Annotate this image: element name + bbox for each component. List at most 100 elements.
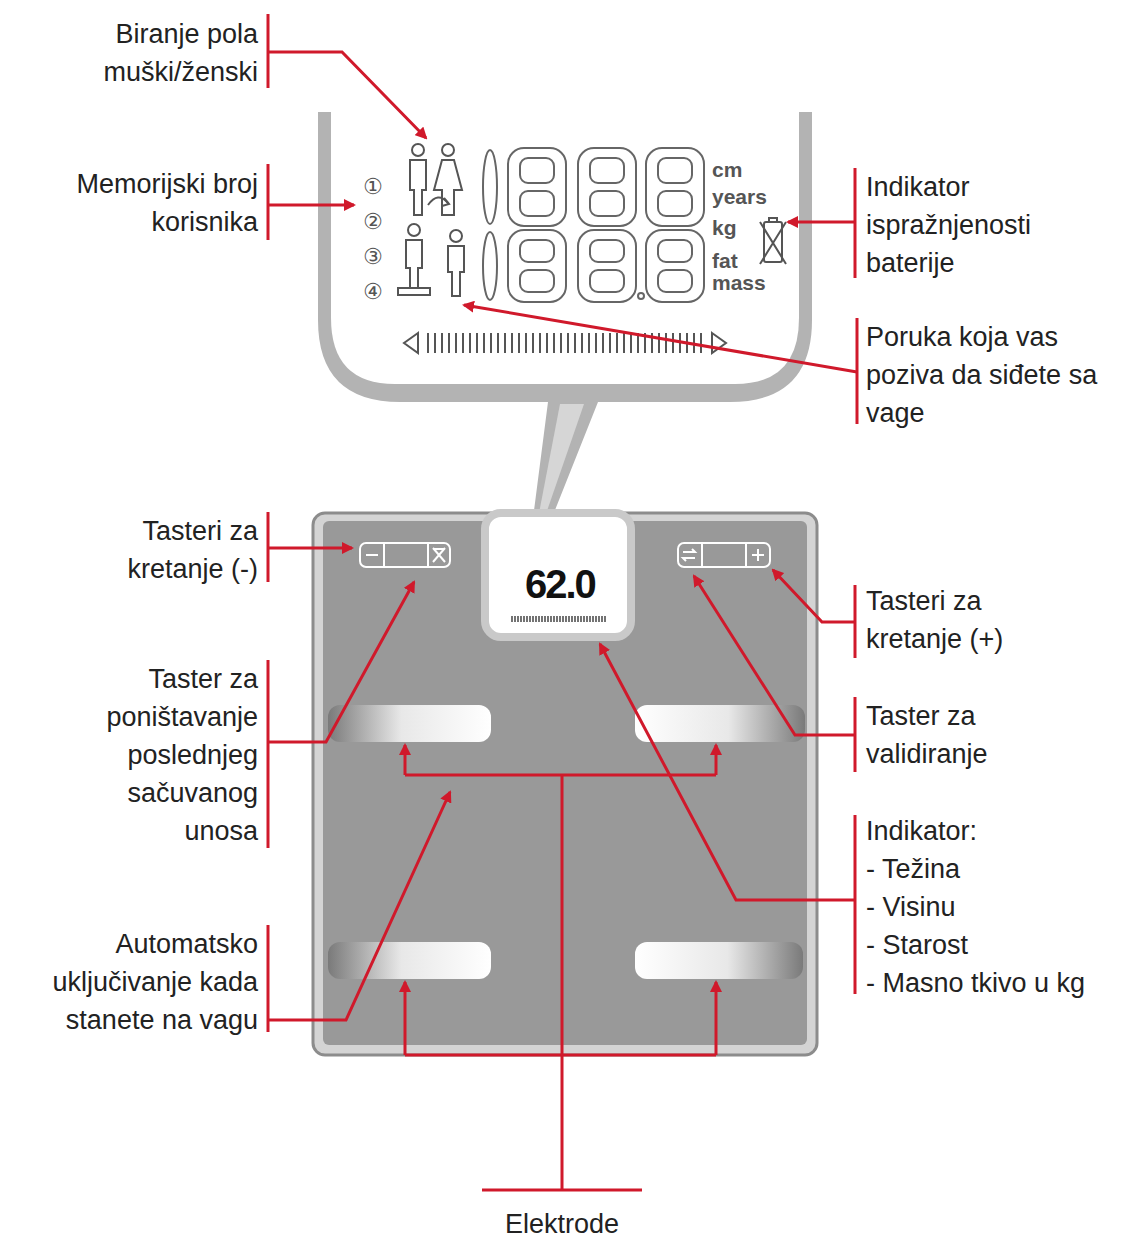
callout-label: Tasteri za kretanje (+) <box>866 582 1041 658</box>
lcd-segment <box>574 333 576 353</box>
lcd-segment <box>508 148 566 226</box>
lcd-segment <box>518 333 520 353</box>
lcd-segment <box>434 333 436 353</box>
lcd-segment <box>525 333 527 353</box>
lcd-segment <box>538 616 540 622</box>
lcd-segment <box>511 616 513 622</box>
lcd-segment <box>520 191 554 216</box>
lcd-segment <box>511 333 513 353</box>
lcd-segment <box>560 333 562 353</box>
lcd-segment <box>568 616 570 622</box>
lcd-segment <box>578 230 636 302</box>
lcd-segment <box>556 616 558 622</box>
lcd-segment <box>544 616 546 622</box>
user-number: ③ <box>363 244 383 270</box>
lcd-segment <box>427 333 429 353</box>
lcd-segment <box>658 333 660 353</box>
callout-label: Tasteri za kretanje (-) <box>88 512 258 588</box>
user-number: ④ <box>363 279 383 305</box>
lcd-segment <box>630 333 632 353</box>
lcd-segment <box>595 333 597 353</box>
lcd-segment <box>590 240 624 262</box>
lcd-segment <box>580 616 582 622</box>
lcd-segment <box>553 616 555 622</box>
lcd-segment <box>590 158 624 183</box>
lcd-segment <box>546 333 548 353</box>
callout-label: Automatsko uključivanje kada stanete na … <box>8 925 258 1039</box>
lcd-segment <box>562 616 564 622</box>
lcd-segment <box>586 616 588 622</box>
indicator-heading: Indikator: <box>866 812 977 850</box>
lcd-segment <box>588 333 590 353</box>
lcd-segment <box>567 333 569 353</box>
callout-label: Memorijski broj korisnika <box>28 165 258 241</box>
lcd-segment <box>504 333 506 353</box>
lcd-segment <box>532 333 534 353</box>
lcd-segment <box>483 150 497 224</box>
lcd-segment <box>476 333 478 353</box>
lcd-segment <box>658 240 692 262</box>
lcd-segment <box>571 616 573 622</box>
lcd-segment <box>598 616 600 622</box>
lcd-segment <box>623 333 625 353</box>
lcd-segment <box>490 333 492 353</box>
lcd-segment <box>520 158 554 183</box>
callout-label: Taster za validiranje <box>866 697 1041 773</box>
lcd-segment <box>526 616 528 622</box>
lcd-segment <box>553 333 555 353</box>
lcd-segment <box>517 616 519 622</box>
lcd-segment <box>455 333 457 353</box>
indicator-item: - Visinu <box>866 888 956 926</box>
lcd-segment <box>583 616 585 622</box>
lcd-segment <box>577 616 579 622</box>
lcd-segment <box>578 148 636 226</box>
lcd-segment <box>601 616 603 622</box>
indicator-item: - Masno tkivo u kg <box>866 964 1085 1002</box>
lcd-segment <box>532 616 534 622</box>
lcd-segment <box>590 270 624 292</box>
lcd-segment <box>535 616 537 622</box>
lcd-segment <box>658 191 692 216</box>
lcd-segment <box>574 616 576 622</box>
lcd-segment <box>520 616 522 622</box>
lcd-segment <box>646 148 704 226</box>
lcd-segment <box>483 333 485 353</box>
lcd-segment <box>497 333 499 353</box>
lcd-segment <box>539 333 541 353</box>
callout-label: Taster za poništavanje poslednjeg sačuva… <box>78 660 258 850</box>
lcd-segment <box>441 333 443 353</box>
lcd-segment <box>462 333 464 353</box>
lcd-segment <box>541 616 543 622</box>
lcd-segment <box>590 191 624 216</box>
lcd-segment <box>595 616 597 622</box>
lcd-unit: fat mass <box>712 250 762 294</box>
lcd-segment <box>658 158 692 183</box>
indicator-item: - Težina <box>866 850 960 888</box>
lcd-segment <box>469 333 471 353</box>
display-reading: 62.0 <box>525 562 595 606</box>
indicator-item: - Starost <box>866 926 968 964</box>
callout-label: Biranje pola muški/ženski <box>68 15 258 91</box>
lcd-segment <box>565 616 567 622</box>
lcd-segment <box>602 333 604 353</box>
lcd-segment <box>638 293 644 299</box>
lcd-segment <box>547 616 549 622</box>
callout-label: Indikator ispražnjenosti baterije <box>866 168 1076 282</box>
lcd-segment <box>616 333 618 353</box>
callout-label: Poruka koja vas poziva da siđete sa vage <box>866 318 1130 432</box>
lcd-segment <box>520 270 554 292</box>
callout-label: Elektrode <box>505 1205 619 1242</box>
lcd-segment <box>604 616 606 622</box>
lcd-unit: cm <box>712 158 742 182</box>
lcd-segment <box>665 333 667 353</box>
lcd-segment <box>514 616 516 622</box>
lcd-segment <box>646 230 704 302</box>
lcd-segment <box>559 616 561 622</box>
user-number: ② <box>363 209 383 235</box>
lcd-segment <box>520 240 554 262</box>
lcd-segment <box>448 333 450 353</box>
lcd-segment <box>592 616 594 622</box>
lcd-segment <box>589 616 591 622</box>
user-number: ① <box>363 174 383 200</box>
lcd-segment <box>550 616 552 622</box>
